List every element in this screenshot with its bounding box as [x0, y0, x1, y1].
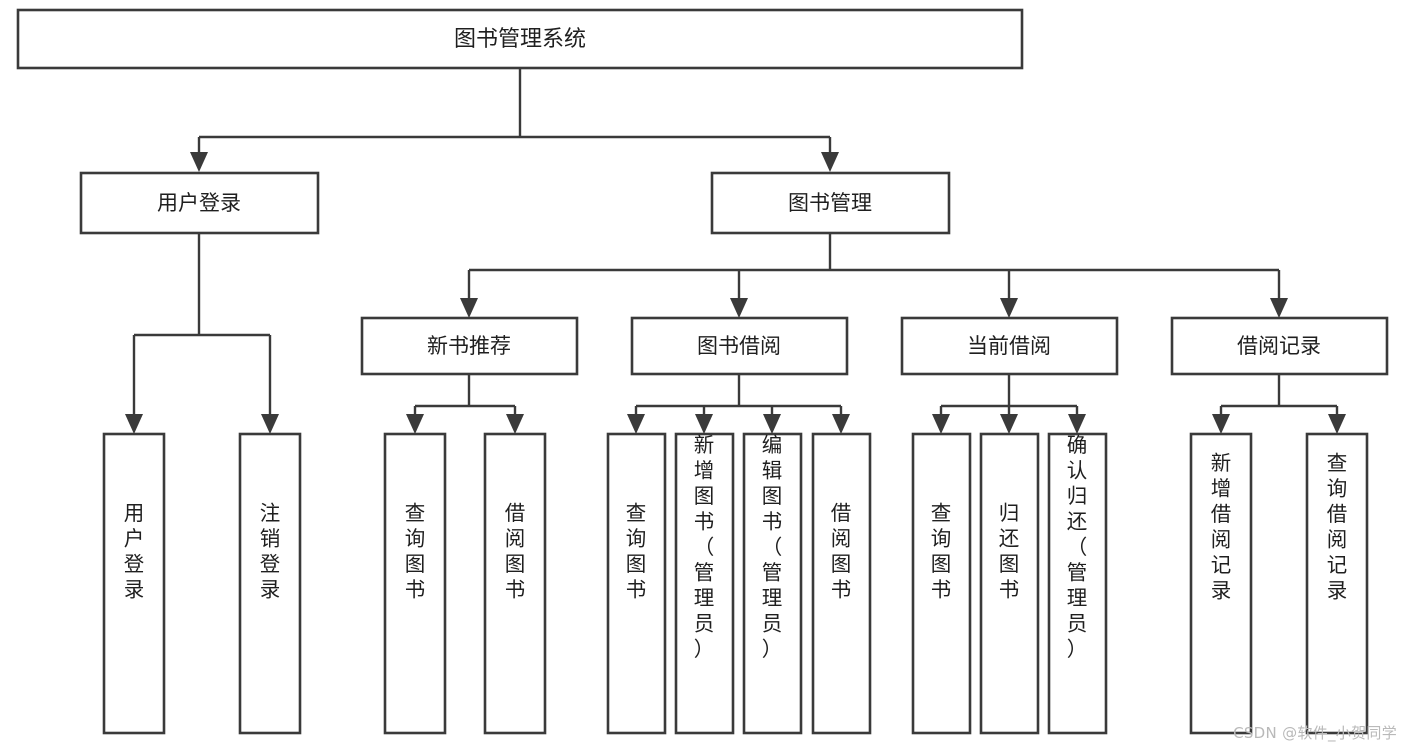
leaf-borrow-book-newbook[interactable]: 借阅图书	[483, 432, 547, 735]
leaf-add-borrow-record[interactable]: 新增借阅记录	[1189, 432, 1253, 735]
arrow-userlogin-leaf1	[125, 414, 143, 434]
book-borrow-label: 图书借阅	[697, 334, 781, 358]
leaf-box	[1047, 432, 1108, 735]
leaf-label: 查询图书	[626, 501, 647, 602]
arrow-borrowrecord-leaf1	[1212, 414, 1230, 434]
node-new-book-recommend[interactable]: 新书推荐	[360, 316, 579, 376]
leaf-label: 查询图书	[405, 501, 426, 602]
leaf-box	[606, 432, 667, 735]
arrow-to-bookborrow	[730, 298, 748, 318]
book-borrow-box	[630, 316, 849, 376]
node-book-borrow[interactable]: 图书借阅	[630, 316, 849, 376]
leaf-label: 查询借阅记录	[1327, 451, 1348, 603]
borrow-record-label: 借阅记录	[1237, 334, 1321, 358]
leaf-query-book-current[interactable]: 查询图书	[911, 432, 972, 735]
leaf-confirm-return-admin[interactable]: 确认归还（管理员）	[1047, 432, 1108, 735]
leaf-box	[238, 432, 302, 735]
book-management-label: 图书管理	[788, 191, 872, 215]
arrow-to-currentborrow	[1000, 298, 1018, 318]
leaf-box	[742, 432, 803, 735]
leaf-box	[1189, 432, 1253, 735]
leaf-label: 新增图书（管理员）	[694, 433, 715, 661]
connector-layer	[125, 68, 1346, 434]
leaf-box	[674, 432, 735, 735]
arrow-borrowrecord-leaf2	[1328, 414, 1346, 434]
arrow-to-user-login	[190, 152, 208, 172]
leaf-label: 注销登录	[260, 501, 281, 602]
node-borrow-record[interactable]: 借阅记录	[1170, 316, 1389, 376]
book-management-box	[710, 171, 951, 235]
arrow-userlogin-leaf2	[261, 414, 279, 434]
leaf-box	[979, 432, 1040, 735]
leaf-box	[102, 432, 166, 735]
root-box	[16, 8, 1024, 70]
node-current-borrow[interactable]: 当前借阅	[900, 316, 1119, 376]
leaf-layer: 用户登录 注销登录 查询图书 借阅图书 查询图书 新增图书	[102, 432, 1369, 735]
leaf-user-login[interactable]: 用户登录	[102, 432, 166, 735]
arrow-currentborrow-leaf1	[932, 414, 950, 434]
leaf-box	[911, 432, 972, 735]
arrow-newbook-leaf2	[506, 414, 524, 434]
current-borrow-box	[900, 316, 1119, 376]
arrow-currentborrow-leaf2	[1000, 414, 1018, 434]
node-root[interactable]: 图书管理系统	[16, 8, 1024, 70]
new-book-recommend-box	[360, 316, 579, 376]
leaf-return-book[interactable]: 归还图书	[979, 432, 1040, 735]
arrow-to-book-mgmt	[821, 152, 839, 172]
arrow-currentborrow-leaf3	[1068, 414, 1086, 434]
arrow-bookborrow-leaf1	[627, 414, 645, 434]
arrow-to-newbook	[460, 298, 478, 318]
node-book-management[interactable]: 图书管理	[710, 171, 951, 235]
leaf-label: 用户登录	[124, 501, 145, 602]
csdn-watermark: CSDN @软件_小贺同学	[1233, 724, 1397, 742]
leaf-query-book-borrow[interactable]: 查询图书	[606, 432, 667, 735]
leaf-query-book-newbook[interactable]: 查询图书	[383, 432, 447, 735]
leaf-label: 查询图书	[931, 501, 952, 602]
leaf-query-borrow-record[interactable]: 查询借阅记录	[1305, 432, 1369, 735]
leaf-label: 编辑图书（管理员）	[762, 433, 783, 661]
leaf-box	[483, 432, 547, 735]
borrow-record-box	[1170, 316, 1389, 376]
leaf-edit-book-admin[interactable]: 编辑图书（管理员）	[742, 432, 803, 735]
root-label: 图书管理系统	[454, 27, 586, 52]
leaf-borrow-book[interactable]: 借阅图书	[811, 432, 872, 735]
new-book-recommend-label: 新书推荐	[427, 334, 511, 358]
node-user-login[interactable]: 用户登录	[79, 171, 320, 235]
leaf-box	[1305, 432, 1369, 735]
leaf-add-book-admin[interactable]: 新增图书（管理员）	[674, 432, 735, 735]
arrow-bookborrow-leaf3	[763, 414, 781, 434]
leaf-label: 借阅图书	[831, 501, 852, 602]
leaf-box	[383, 432, 447, 735]
arrow-bookborrow-leaf4	[832, 414, 850, 434]
arrow-newbook-leaf1	[406, 414, 424, 434]
user-login-label: 用户登录	[157, 191, 241, 215]
leaf-label: 新增借阅记录	[1211, 451, 1232, 603]
arrow-to-borrowrecord	[1270, 298, 1288, 318]
arrow-bookborrow-leaf2	[695, 414, 713, 434]
leaf-label: 归还图书	[999, 501, 1020, 602]
leaf-label: 确认归还（管理员）	[1067, 433, 1088, 661]
current-borrow-label: 当前借阅	[967, 334, 1051, 358]
leaf-label: 借阅图书	[505, 501, 526, 602]
leaf-logout[interactable]: 注销登录	[238, 432, 302, 735]
user-login-box	[79, 171, 320, 235]
leaf-box	[811, 432, 872, 735]
